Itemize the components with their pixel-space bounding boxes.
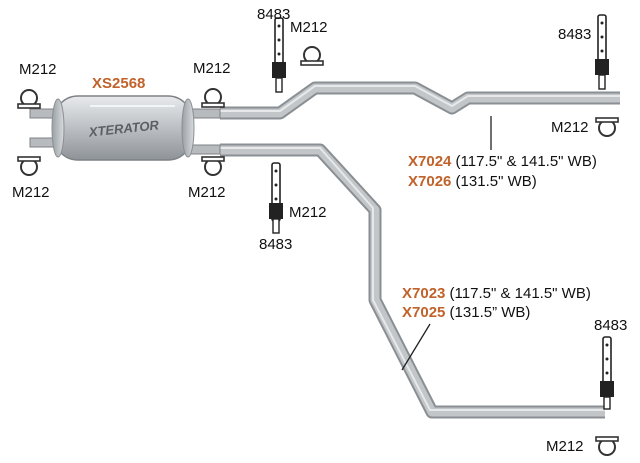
hanger-icon bbox=[269, 162, 283, 234]
upper-pipe-part-a: X7024 bbox=[408, 153, 452, 170]
clamp-icon bbox=[201, 156, 225, 176]
clamp-label: M212 bbox=[290, 19, 328, 36]
clamp-icon bbox=[201, 88, 225, 108]
hanger-label: 8483 bbox=[259, 236, 293, 253]
muffler bbox=[29, 95, 221, 161]
lower-pipe-label-a: X7023 (117.5" & 141.5" WB) bbox=[402, 286, 591, 301]
lower-pipe-desc-b: (131.5” WB) bbox=[449, 304, 531, 321]
clamp-icon bbox=[595, 436, 619, 456]
upper-pipe-desc-a: (117.5" & 141.5" WB) bbox=[455, 153, 597, 170]
clamp-icon bbox=[17, 89, 41, 109]
upper-pipe-label-b: X7026 (131.5" WB) bbox=[408, 174, 537, 189]
clamp-icon bbox=[300, 46, 324, 66]
upper-pipe-part-b: X7026 bbox=[408, 173, 452, 190]
hanger-label: 8483 bbox=[594, 317, 628, 334]
clamp-label: M212 bbox=[551, 119, 589, 136]
clamp-label: M212 bbox=[12, 184, 50, 201]
muffler-part-number: XS2568 bbox=[92, 75, 146, 92]
upper-pipe-desc-b: (131.5" WB) bbox=[455, 173, 537, 190]
leader-line-lower bbox=[401, 323, 431, 371]
hanger-icon bbox=[272, 17, 286, 93]
upper-pipe bbox=[220, 81, 620, 120]
clamp-label: M212 bbox=[188, 184, 226, 201]
clamp-label: M212 bbox=[193, 60, 231, 77]
upper-pipe-label-a: X7024 (117.5" & 141.5" WB) bbox=[408, 154, 597, 169]
clamp-label: M212 bbox=[289, 204, 327, 221]
hanger-icon bbox=[600, 336, 614, 410]
clamp-label: M212 bbox=[546, 438, 584, 455]
hanger-icon bbox=[595, 14, 609, 90]
hanger-label: 8483 bbox=[558, 26, 592, 43]
lower-pipe-desc-a: (117.5" & 141.5" WB) bbox=[449, 285, 591, 302]
lower-pipe-label-b: X7025 (131.5” WB) bbox=[402, 305, 530, 320]
clamp-icon bbox=[17, 156, 41, 176]
muffler-brand-text: XTERATOR bbox=[87, 117, 160, 139]
hanger-label: 8483 bbox=[257, 6, 291, 23]
lower-pipe-part-a: X7023 bbox=[402, 285, 446, 302]
lower-pipe-part-b: X7025 bbox=[402, 304, 446, 321]
lower-pipe bbox=[220, 143, 605, 419]
clamp-icon bbox=[595, 117, 619, 137]
clamp-label: M212 bbox=[19, 61, 57, 78]
